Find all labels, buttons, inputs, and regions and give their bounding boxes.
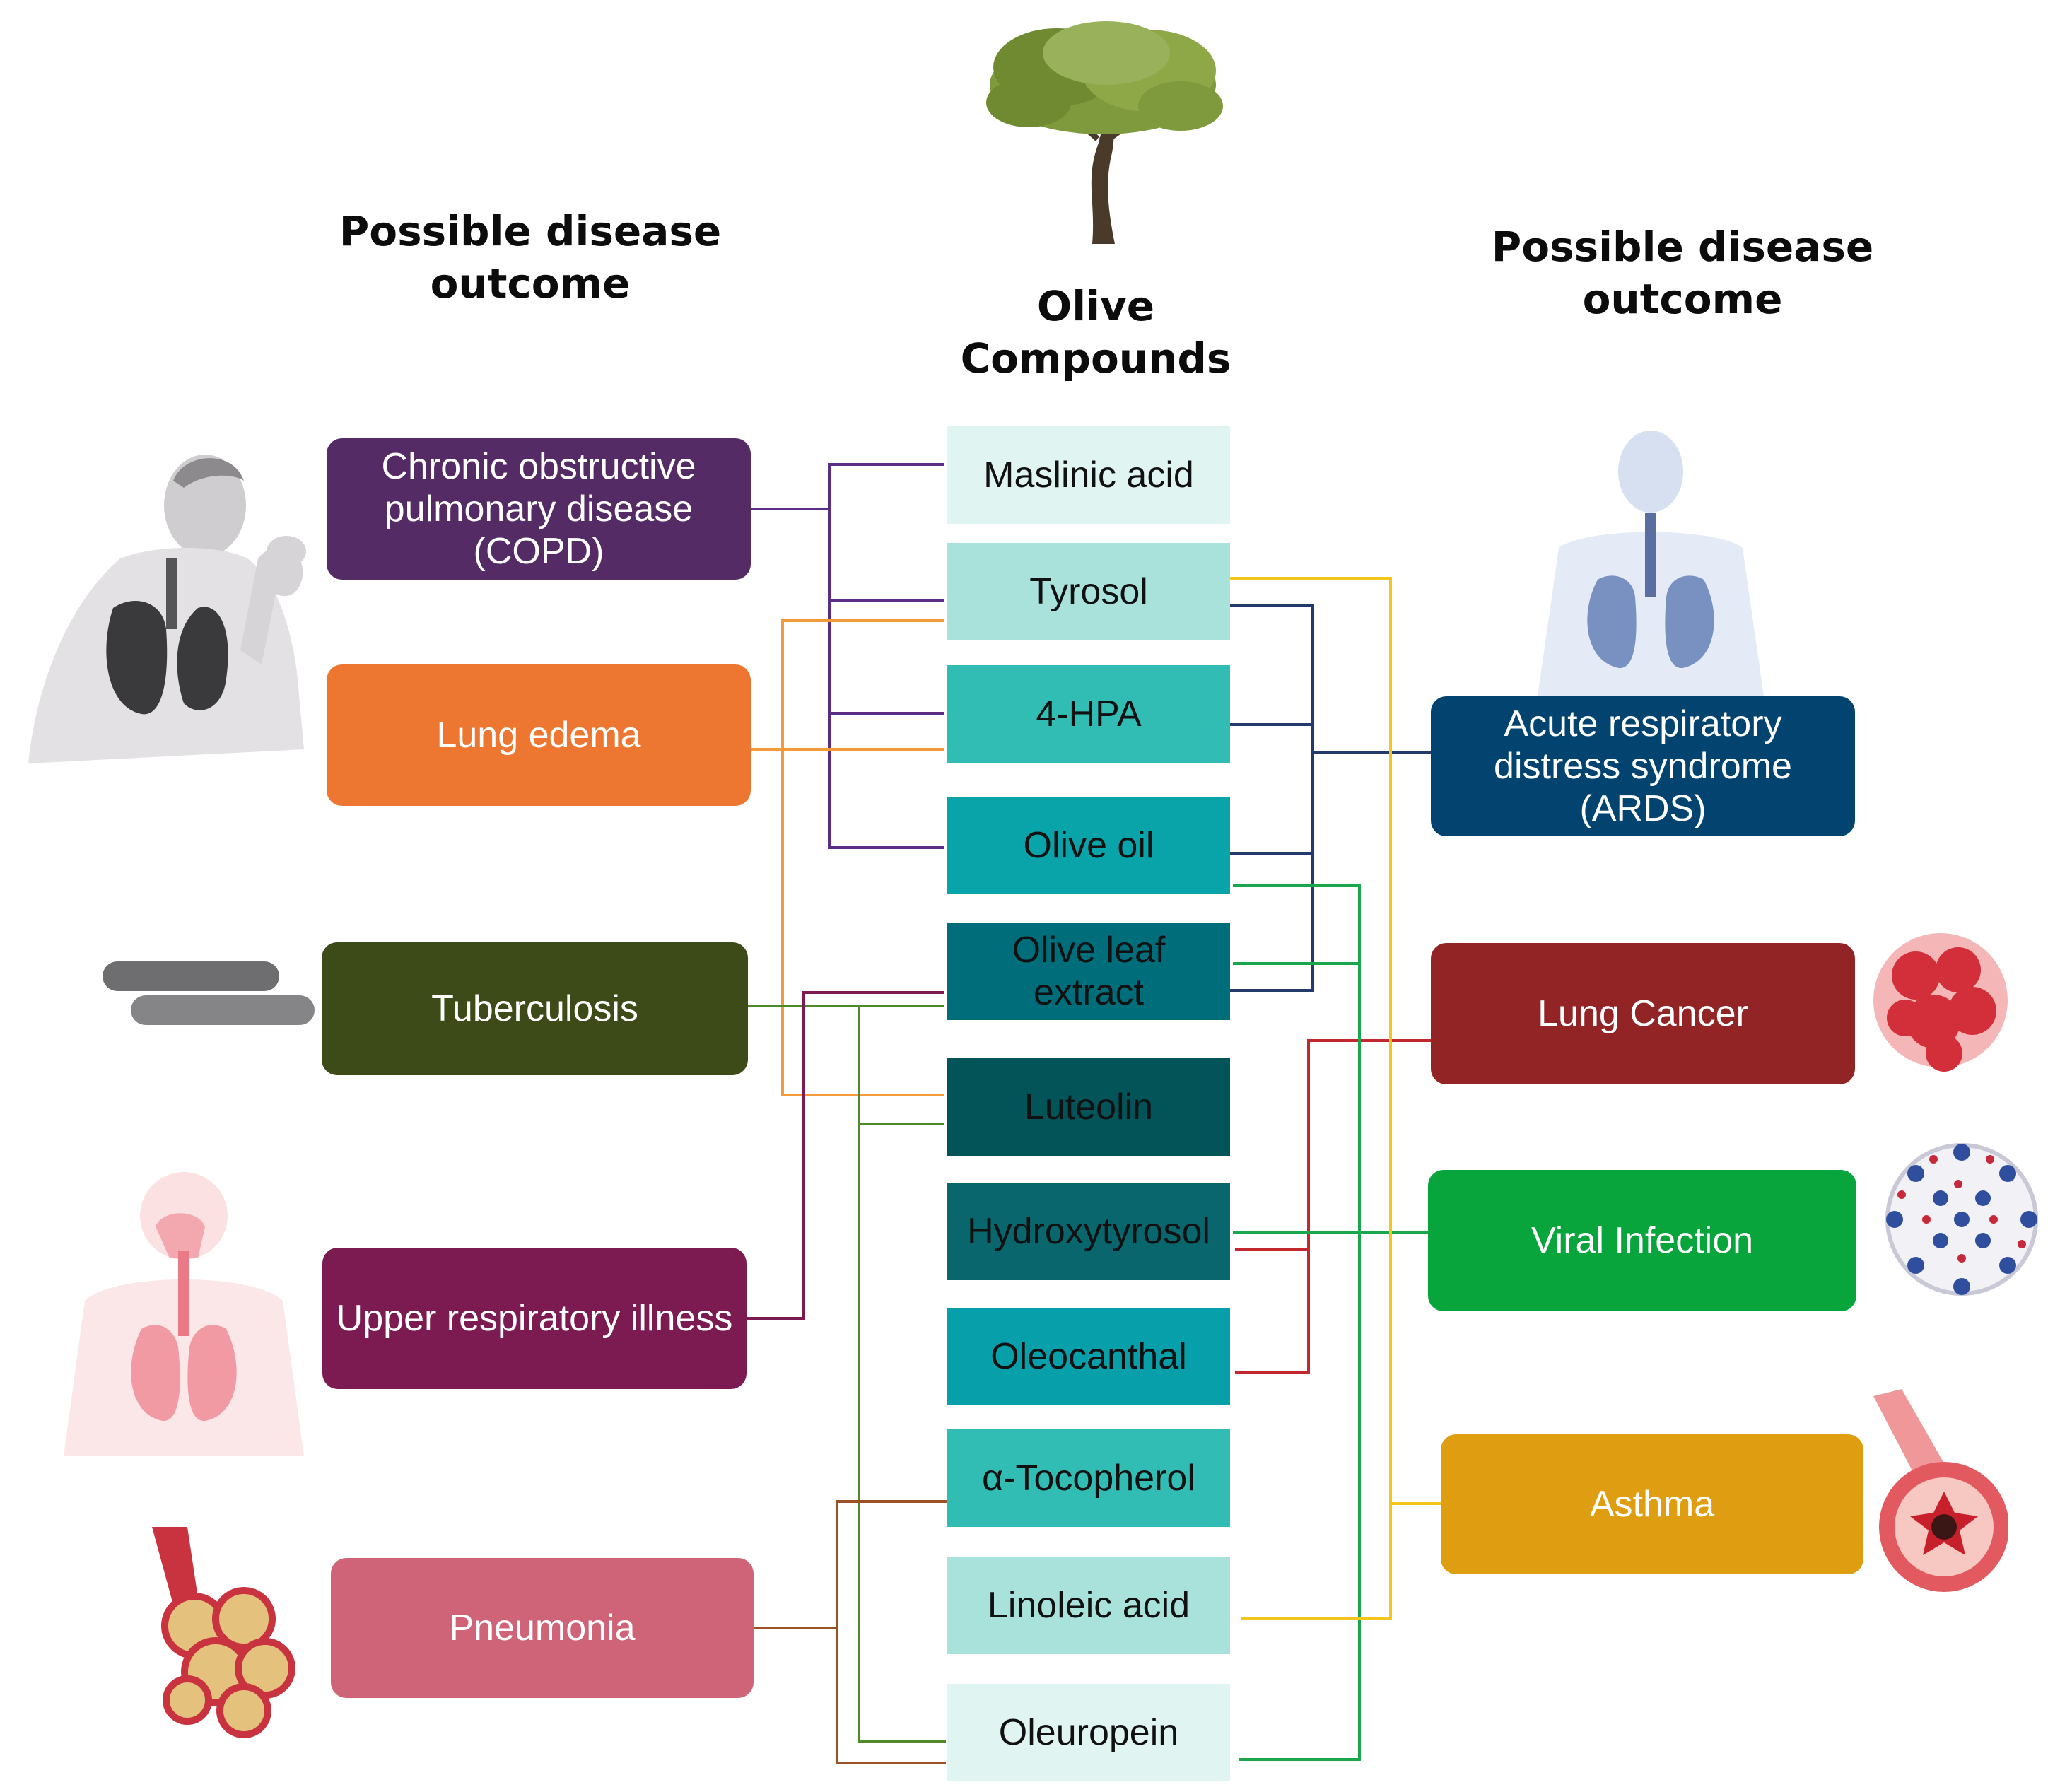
disease-lung-cancer: Lung Cancer [1431, 943, 1855, 1084]
disease-upper-respiratory-illness: Upper respiratory illness [322, 1248, 747, 1389]
compound-olive-leaf-extract: Olive leaf extract [947, 923, 1230, 1020]
connector-copd [751, 463, 944, 510]
compound-maslinic-acid: Maslinic acid [947, 426, 1230, 524]
disease-viral-infection: Viral Infection [1428, 1170, 1856, 1311]
compound-luteolin: Luteolin [947, 1058, 1230, 1156]
connector-lung-cancer [1235, 1039, 1431, 1374]
heading-left-disease-outcome: Possible disease outcome [339, 207, 722, 308]
human-body-lungs-illustration [1538, 431, 1764, 696]
disease-pneumonia: Pneumonia [331, 1558, 754, 1698]
pneumonia-alveoli-illustration [152, 1527, 295, 1738]
compound-alpha-tocopherol: α-Tocopherol [947, 1429, 1230, 1527]
compound-olive-oil: Olive oil [947, 797, 1230, 894]
connector-lung-edema [781, 619, 944, 1096]
compound-oleocanthal: Oleocanthal [947, 1308, 1230, 1405]
disease-lung-edema: Lung edema [327, 664, 751, 806]
connector-upper-respiratory [747, 991, 944, 1320]
connector-pneumonia [836, 1500, 949, 1764]
heading-right-disease-outcome: Possible disease outcome [1491, 223, 1874, 323]
connector-ards [1230, 604, 1314, 992]
heading-olive-compounds: Olive Compounds [960, 282, 1231, 382]
disease-asthma: Asthma [1441, 1434, 1863, 1574]
disease-ards: Acute respiratory distress syndrome (ARD… [1431, 696, 1855, 836]
connector-tuberculosis [858, 1006, 946, 1743]
compound-4-hpa: 4-HPA [947, 665, 1230, 763]
connector-viral-infection [1233, 884, 1361, 1761]
connector-copd [828, 509, 944, 849]
disease-copd: Chronic obstructive pulmonary disease (C… [327, 438, 751, 580]
coughing-man-illustration [28, 455, 306, 763]
compound-tyrosol: Tyrosol [947, 543, 1230, 640]
tuberculosis-bacteria-illustration [103, 961, 315, 1025]
cancer-cells-illustration [1873, 933, 2008, 1072]
compound-hydroxytyrosol: Hydroxytyrosol [947, 1183, 1230, 1280]
disease-tuberculosis: Tuberculosis [322, 942, 748, 1075]
compound-oleuropein: Oleuropein [947, 1684, 1230, 1781]
asthma-airway-illustration [1873, 1389, 2008, 1592]
upper-respiratory-illustration [64, 1172, 304, 1456]
virus-illustration [1885, 1143, 2038, 1296]
olive-tree-illustration [986, 21, 1223, 244]
compound-linoleic-acid: Linoleic acid [947, 1557, 1230, 1654]
connector-asthma [1230, 577, 1392, 1620]
